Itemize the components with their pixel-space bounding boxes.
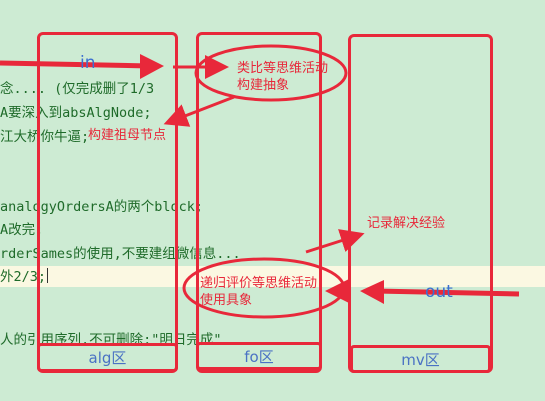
analogy-ellipse — [194, 44, 348, 102]
recursion-annotation-line2: 使用具象 — [200, 293, 253, 308]
grandparent-arrow — [163, 95, 235, 127]
code-line-6[interactable]: rderSames的使用,不要建组微信息... — [0, 246, 241, 262]
analogy-annotation-line1: 类比等思维活动 — [237, 61, 329, 76]
zone-label-alg: alg区 — [37, 343, 178, 372]
code-line-3[interactable]: 江大桥你牛逼; — [0, 129, 90, 145]
out-arrow-head — [360, 280, 384, 304]
code-line-5[interactable]: A改完; — [0, 222, 44, 238]
record-arrow — [305, 229, 365, 254]
out-label: out — [425, 282, 453, 302]
grandparent-annotation: 构建祖母节点 — [88, 128, 167, 143]
in-label: in — [80, 53, 96, 73]
record-annotation: 记录解决经验 — [367, 216, 446, 231]
in-arrow-shaft — [0, 60, 151, 69]
out-arrow-shaft — [375, 288, 520, 297]
in-arrow-head — [140, 54, 164, 79]
current-line-highlight — [0, 266, 545, 287]
code-line-4[interactable]: analogyOrdersA的两个block; — [0, 199, 204, 215]
text-caret — [47, 268, 49, 283]
analogy-annotation-line2: 构建抽象 — [237, 78, 290, 93]
code-line-7[interactable]: 外2/3; — [0, 268, 49, 285]
zone-label-mv: mv区 — [350, 345, 491, 373]
recursion-annotation-line1: 递归评价等思维活动 — [200, 276, 318, 291]
zone-label-fo: fo区 — [196, 342, 322, 370]
zone-box-fo — [196, 32, 322, 373]
